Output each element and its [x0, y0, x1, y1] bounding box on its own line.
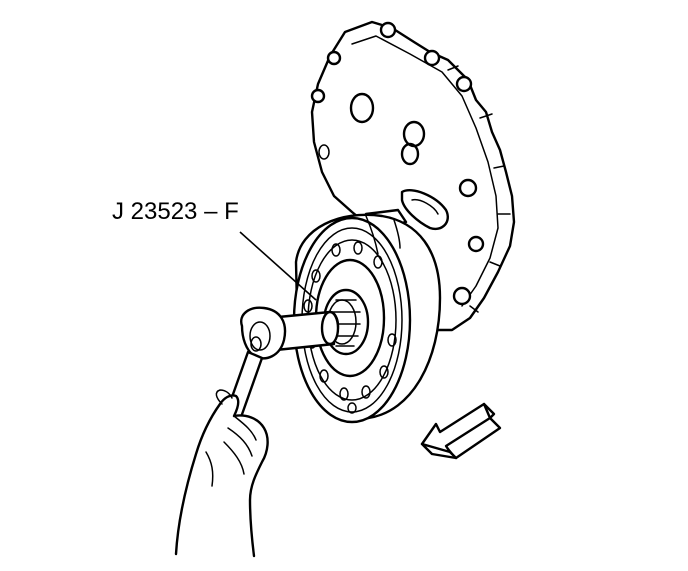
balancer-holes	[303, 241, 397, 414]
tool-leader-line	[239, 231, 317, 301]
tool-label: J 23523 – F	[112, 198, 239, 225]
direction-arrow	[420, 402, 502, 460]
hand	[174, 389, 269, 558]
cover-bolts	[310, 21, 485, 306]
